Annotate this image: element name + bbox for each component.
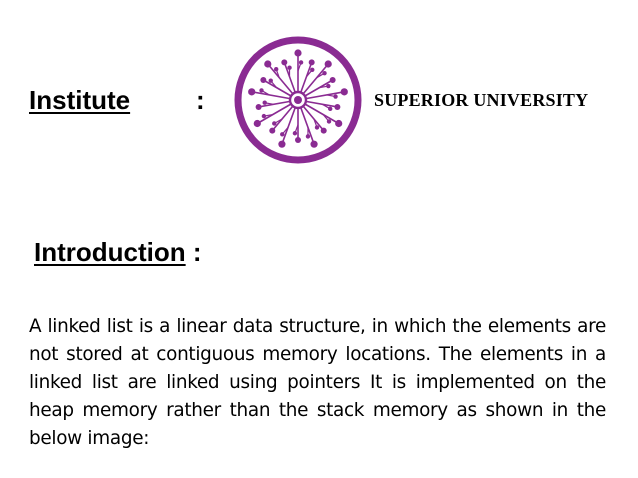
institute-label: Institute bbox=[29, 85, 131, 115]
introduction-paragraph: A linked list is a linear data structure… bbox=[29, 316, 606, 449]
superior-university-logo-icon bbox=[234, 36, 362, 164]
institute-colon: : bbox=[196, 85, 205, 115]
introduction-heading-text: Introduction bbox=[34, 237, 186, 267]
introduction-heading: Introduction : bbox=[34, 236, 202, 268]
introduction-colon: : bbox=[192, 237, 202, 267]
university-name: SUPERIOR UNIVERSITY bbox=[374, 90, 589, 110]
